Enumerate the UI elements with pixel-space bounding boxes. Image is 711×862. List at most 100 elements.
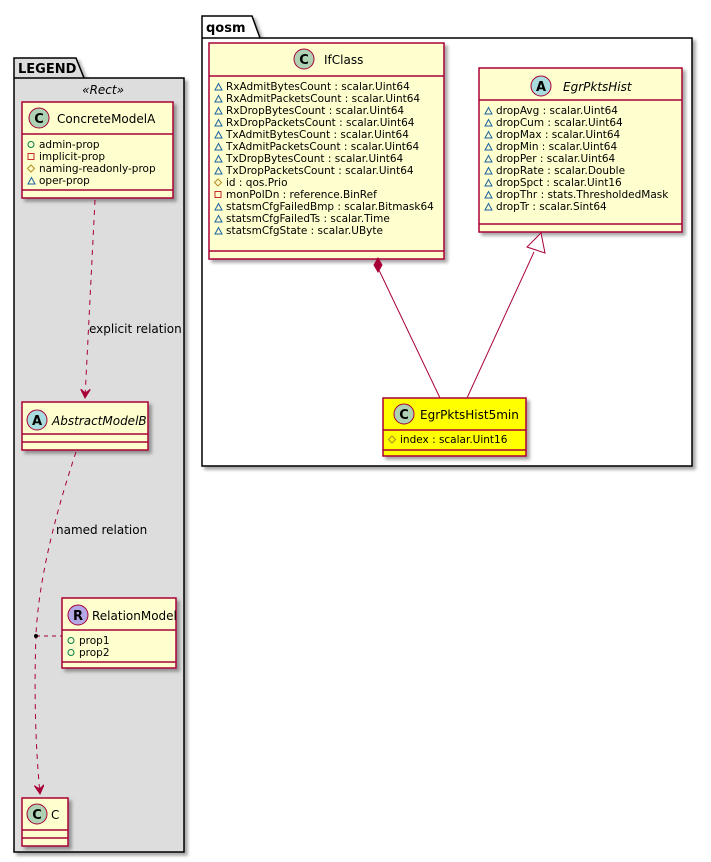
class-kind-letter: C [399, 408, 409, 423]
package-visibility-icon [484, 166, 493, 175]
class-egrpktshist5min[interactable]: C EgrPktsHist5min index : scalar.Uint16 [382, 397, 527, 457]
attribute-row: TxDropBytesCount : scalar.Uint64 [225, 153, 404, 165]
package-visibility-icon [214, 142, 223, 151]
attribute-row: dropTr : scalar.Sint64 [496, 201, 607, 213]
attribute-row: admin-prop [39, 139, 100, 151]
association-point [34, 634, 38, 638]
class-c-icon [393, 403, 415, 425]
attribute-row: dropPer : scalar.Uint64 [496, 153, 616, 165]
package-visibility-icon [484, 118, 493, 127]
abstract-class-icon [26, 409, 48, 431]
attribute-row: statsmCfgFailedBmp : scalar.Bitmask64 [226, 201, 434, 213]
package-visibility-icon [214, 106, 223, 115]
abstract-class-icon [530, 75, 552, 97]
class-ifclass[interactable]: C IfClass RxAdmitBytesCount : scalar.Uin… [208, 42, 445, 260]
attribute-row: index : scalar.Uint16 [400, 434, 508, 446]
class-c-icon [293, 48, 315, 70]
legend-package-title: LEGEND [18, 62, 77, 77]
attribute-row: implicit-prop [39, 151, 105, 163]
attribute-row: dropRate : scalar.Double [496, 165, 625, 177]
package-visibility-icon [484, 202, 493, 211]
private-visibility-icon [214, 191, 222, 198]
class-name: C [51, 808, 59, 822]
inheritance-triangle [526, 231, 546, 254]
attribute-list: admin-propimplicit-propnaming-readonly-p… [26, 139, 156, 187]
attribute-list: RxAdmitBytesCount : scalar.Uint64RxAdmit… [213, 81, 434, 237]
attribute-row: dropThr : stats.ThresholdedMask [496, 189, 669, 201]
class-c-icon [28, 107, 50, 129]
class-name: ConcreteModelA [57, 112, 156, 126]
composition-link [373, 256, 441, 399]
class-kind-letter: R [73, 609, 83, 624]
package-visibility-icon [484, 106, 493, 115]
protected-visibility-icon [26, 164, 36, 173]
class-c[interactable]: C C [21, 797, 69, 847]
attribute-row: TxAdmitPacketsCount : scalar.Uint64 [225, 141, 420, 153]
public-visibility-icon [27, 141, 35, 148]
attribute-row: dropMin : scalar.Uint64 [496, 141, 617, 153]
package-visibility-icon [214, 154, 223, 163]
attribute-row: dropSpct : scalar.Uint16 [496, 177, 622, 189]
package-visibility-icon [484, 178, 493, 187]
attribute-list: index : scalar.Uint16 [387, 434, 508, 446]
package-visibility-icon [484, 130, 493, 139]
attribute-row: TxAdmitBytesCount : scalar.Uint64 [225, 129, 409, 141]
package-visibility-icon [484, 154, 493, 163]
package-visibility-icon [214, 214, 223, 223]
package-visibility-icon [214, 130, 223, 139]
attribute-row: dropAvg : scalar.Uint64 [496, 105, 618, 117]
generalization-link [466, 231, 546, 399]
attribute-row: prop2 [79, 647, 110, 659]
explicit-relation-arrow: explicit relation [85, 199, 182, 398]
class-kind-letter: A [536, 80, 546, 95]
qosm-package-title: qosm [206, 21, 246, 36]
attribute-row: dropMax : scalar.Uint64 [496, 129, 621, 141]
relation-class-icon [67, 604, 89, 626]
class-name: RelationModel [92, 609, 177, 623]
class-kind-letter: C [34, 112, 44, 127]
class-abstract-model-b[interactable]: A AbstractModelB [21, 401, 149, 451]
attribute-row: dropCum : scalar.Uint64 [496, 117, 623, 129]
explicit-relation-label: explicit relation [89, 322, 182, 336]
class-name: AbstractModelB [51, 414, 147, 428]
package-visibility-icon [27, 176, 36, 185]
class-kind-letter: C [32, 808, 42, 823]
protected-visibility-icon [213, 178, 223, 187]
class-name: EgrPktsHist5min [420, 408, 519, 422]
package-visibility-icon [484, 190, 493, 199]
attribute-row: RxAdmitPacketsCount : scalar.Uint64 [226, 93, 420, 105]
public-visibility-icon [67, 637, 75, 644]
attribute-row: RxDropPacketsCount : scalar.Uint64 [226, 117, 415, 129]
package-visibility-icon [214, 82, 223, 91]
attribute-row: RxAdmitBytesCount : scalar.Uint64 [226, 81, 410, 93]
class-kind-letter: A [32, 414, 42, 429]
public-visibility-icon [67, 649, 75, 656]
class-kind-letter: C [299, 53, 309, 68]
legend-stereotype: «Rect» [82, 83, 124, 97]
class-egrpktshist[interactable]: A EgrPktsHist dropAvg : scalar.Uint64dro… [478, 67, 683, 233]
package-visibility-icon [214, 166, 223, 175]
package-visibility-icon [214, 226, 223, 235]
package-visibility-icon [484, 142, 493, 151]
package-visibility-icon [214, 202, 223, 211]
attribute-row: id : qos.Prio [226, 177, 288, 189]
class-name: EgrPktsHist [563, 80, 633, 94]
class-c-icon [26, 803, 48, 825]
named-relation-label: named relation [56, 523, 147, 537]
attribute-row: RxDropBytesCount : scalar.Uint64 [226, 105, 404, 117]
package-visibility-icon [214, 94, 223, 103]
attribute-row: oper-prop [39, 175, 90, 187]
composition-diamond [373, 256, 383, 274]
class-concrete-model-a[interactable]: C ConcreteModelA admin-propimplicit-prop… [21, 101, 174, 199]
attribute-row: monPolDn : reference.BinRef [226, 189, 377, 201]
package-visibility-icon [214, 118, 223, 127]
attribute-row: prop1 [79, 635, 110, 647]
attribute-row: TxDropPacketsCount : scalar.Uint64 [225, 165, 414, 177]
private-visibility-icon [27, 153, 35, 160]
class-name: IfClass [324, 53, 363, 67]
attribute-row: naming-readonly-prop [39, 163, 156, 175]
